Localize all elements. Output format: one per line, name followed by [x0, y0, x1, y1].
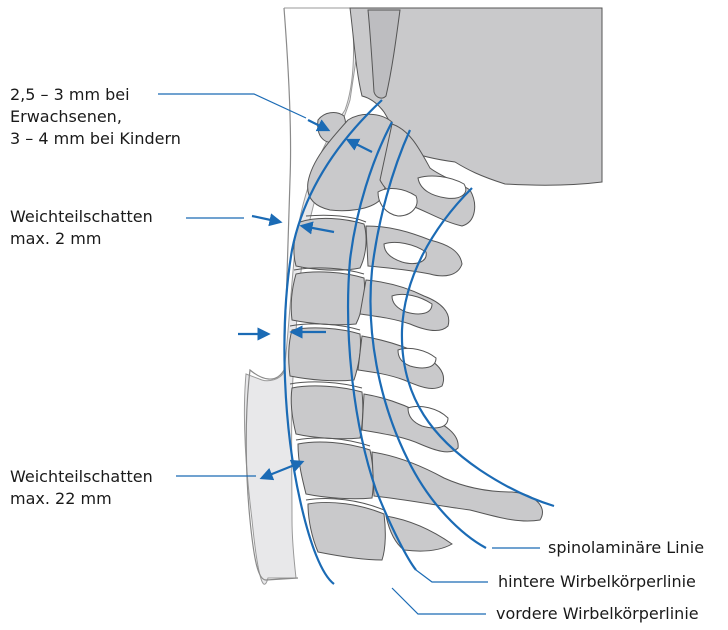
- posterior-line-label: hintere Wirbelkörperlinie: [498, 571, 696, 593]
- csd-line-1: 2,5 – 3 mm bei: [10, 84, 181, 106]
- soft-tissue-upper-line-1: Weichteilschatten: [10, 206, 153, 228]
- anterior-line-label: vordere Wirbelkörperlinie: [496, 603, 699, 625]
- soft-tissue-lower-line-1: Weichteilschatten: [10, 466, 153, 488]
- soft-tissue-upper-label: Weichteilschatten max. 2 mm: [10, 206, 153, 250]
- spinolaminar-line-label: spinolaminäre Linie: [548, 537, 704, 559]
- soft-tissue-lower-line-2: max. 22 mm: [10, 488, 153, 510]
- spinolaminar-line-outer: [402, 188, 554, 506]
- csd-line-2: Erwachsenen,: [10, 106, 181, 128]
- soft-tissue-upper-line-2: max. 2 mm: [10, 228, 153, 250]
- csd-measurement-label: 2,5 – 3 mm bei Erwachsenen, 3 – 4 mm bei…: [10, 84, 181, 150]
- soft-tissue-upper-arrow-out: [252, 216, 280, 222]
- soft-tissue-lower-label: Weichteilschatten max. 22 mm: [10, 466, 153, 510]
- csd-line-3: 3 – 4 mm bei Kindern: [10, 128, 181, 150]
- leader-anterior: [392, 588, 486, 614]
- leader-posterior: [416, 570, 488, 582]
